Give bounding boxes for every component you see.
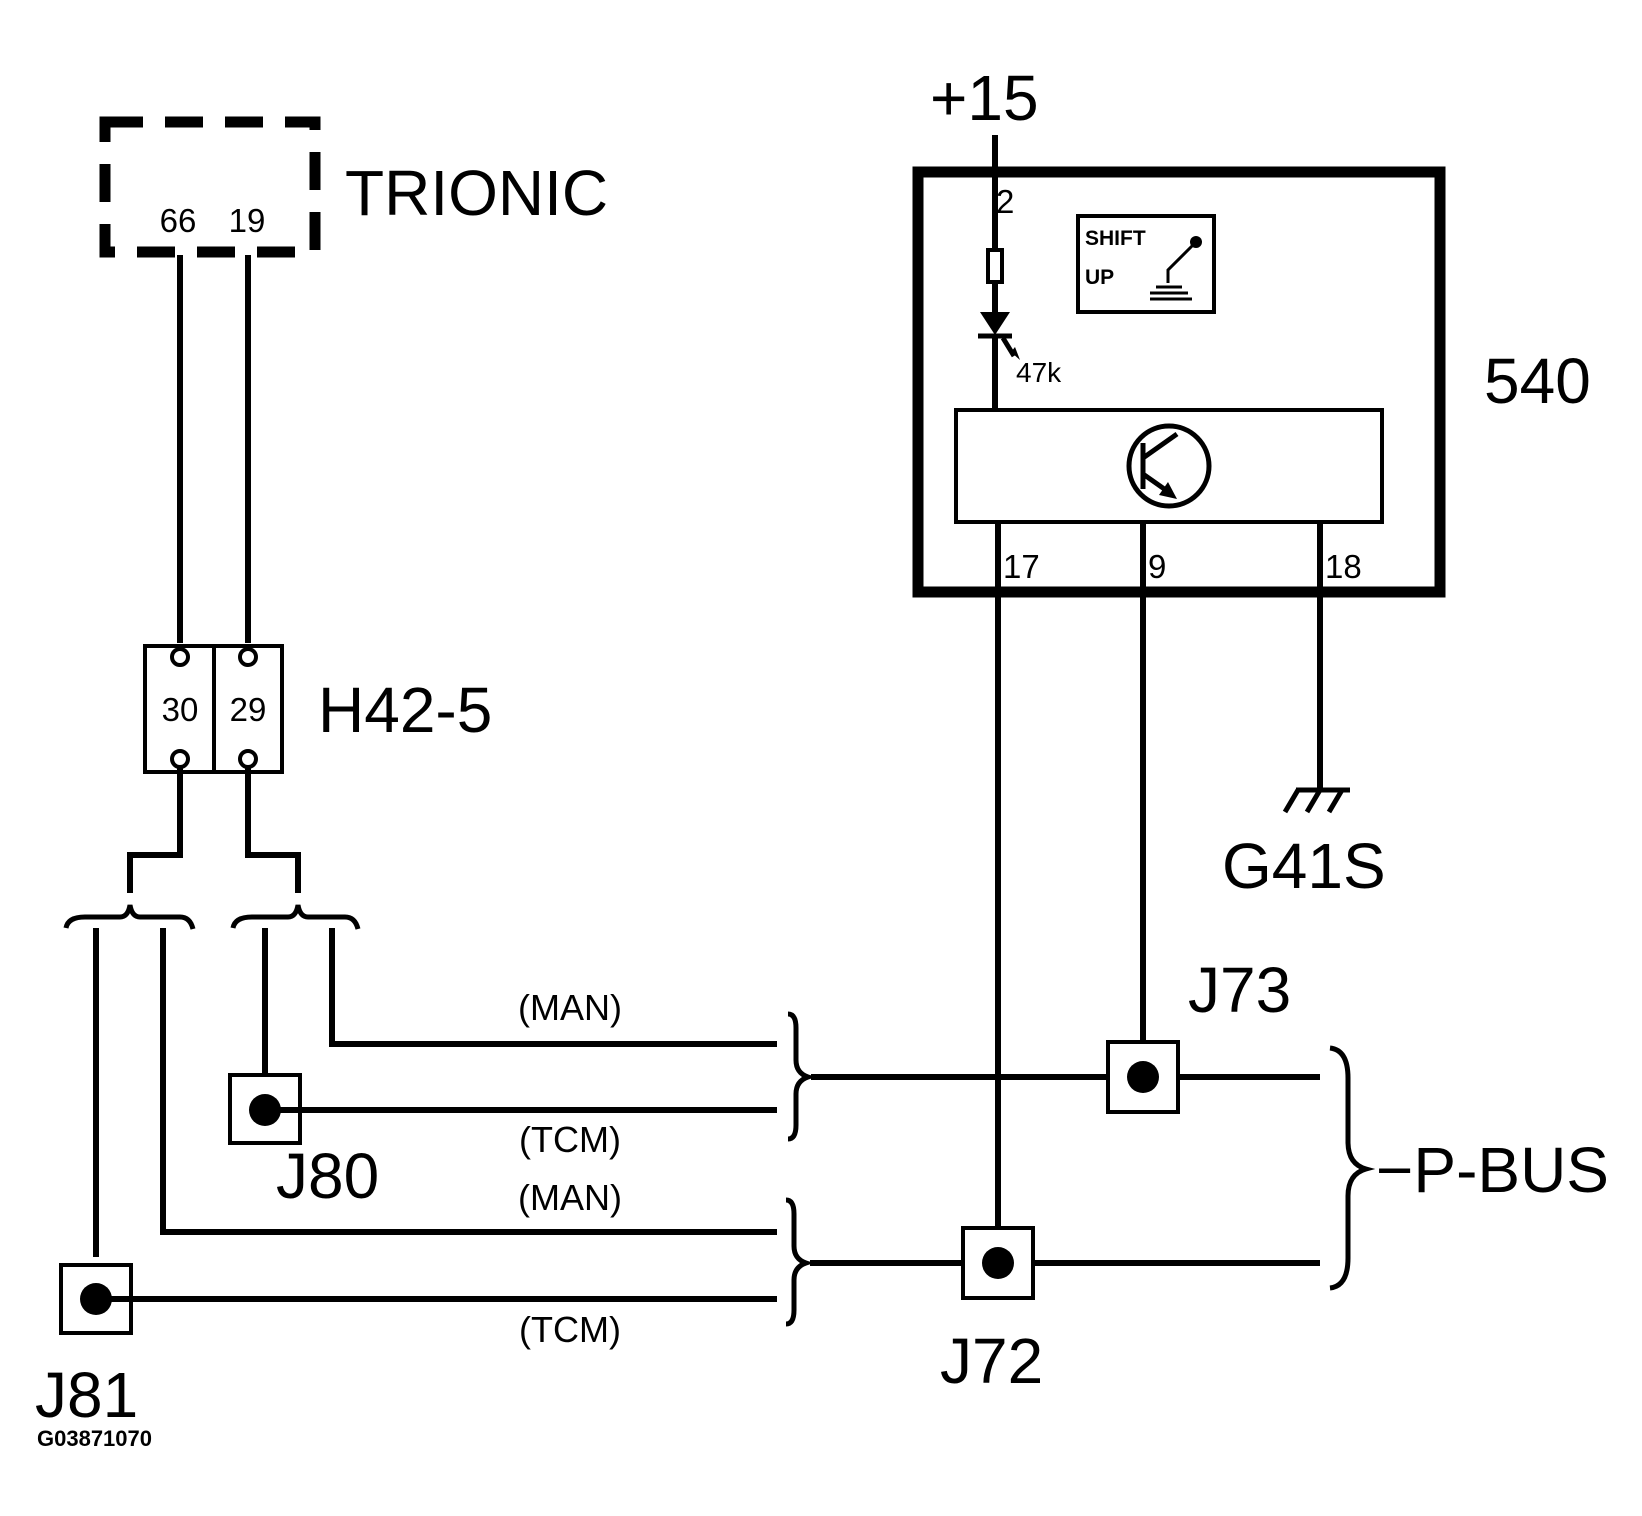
trionic-pin-19: 19	[229, 202, 266, 239]
pin-17-label: 17	[1003, 548, 1040, 585]
j81-label: J81	[35, 1359, 138, 1431]
resistor-label: 47k	[1016, 357, 1062, 388]
pin-18-label: 18	[1325, 548, 1362, 585]
j73-splice-dot	[1127, 1061, 1159, 1093]
terminal-30-bottom	[170, 749, 190, 769]
terminal-29-bottom	[238, 749, 258, 769]
trionic-label: TRIONIC	[345, 157, 608, 229]
j72-label: J72	[940, 1325, 1043, 1397]
connector-pin-30: 30	[162, 691, 199, 728]
ground-hatch	[1282, 788, 1345, 814]
resistor	[986, 248, 1004, 284]
supply-label: +15	[930, 62, 1039, 134]
transistor-collector	[1141, 431, 1179, 461]
shift-up-indicator: SHIFT UP	[1076, 214, 1216, 314]
ground-icon	[1282, 787, 1350, 814]
j80-label: J80	[276, 1140, 379, 1212]
shift-up-line1: SHIFT	[1085, 227, 1146, 250]
connector-h42-5: 30 29 H42-5	[143, 644, 492, 774]
led-icon	[978, 312, 1020, 360]
splice-brace-right	[230, 904, 361, 930]
bus-brace	[1329, 1045, 1376, 1291]
gear-lever-knob	[1190, 236, 1202, 248]
join-brace-upper	[787, 1011, 816, 1142]
transistor-icon	[1126, 423, 1212, 509]
terminal-29-top	[238, 647, 258, 667]
figure-code: G03871070	[37, 1426, 152, 1451]
pin-9-label: 9	[1148, 548, 1166, 585]
shift-up-line2: UP	[1085, 266, 1114, 289]
tcm-lower-label: (TCM)	[519, 1309, 621, 1350]
gear-lever-stick	[1166, 242, 1196, 283]
module-540-label: 540	[1484, 345, 1591, 417]
led-ray-head	[1011, 347, 1020, 360]
wire-29-down	[245, 767, 301, 893]
driver-stage	[954, 408, 1384, 524]
connector-j72: J72	[940, 1226, 1043, 1397]
tcm-upper-label: (TCM)	[519, 1119, 621, 1160]
splice-brace-left	[63, 904, 196, 930]
led-ray	[1000, 336, 1017, 358]
bus-label: −P-BUS	[1376, 1134, 1609, 1206]
pin-17-mask	[1001, 545, 1045, 585]
gear-lever-icon	[1150, 236, 1202, 301]
gear-lever-base	[1150, 285, 1192, 301]
transistor-arrow	[1159, 482, 1177, 499]
connector-j73: J73	[1106, 954, 1291, 1114]
connector-j81: J81	[35, 1263, 777, 1431]
wire-branch-man-upper	[329, 928, 777, 1047]
pin-18-mask	[1323, 545, 1367, 585]
trionic-pin-66: 66	[160, 202, 197, 239]
connector-j80: J80	[228, 1073, 777, 1212]
wire-splits	[63, 767, 361, 930]
module-540: +15 540 2 47k SHIFT UP	[912, 62, 1591, 1263]
man-lower-label: (MAN)	[518, 1177, 622, 1218]
connector-label: H42-5	[318, 674, 492, 746]
led-triangle	[980, 312, 1010, 335]
wire-branch-man-lower	[160, 928, 777, 1235]
j73-label: J73	[1188, 954, 1291, 1026]
pin-2-label: 2	[996, 183, 1014, 220]
trionic-outline	[99, 116, 321, 258]
ground-label: G41S	[1222, 830, 1386, 902]
module-540-outline	[912, 166, 1446, 598]
wire-30-down	[127, 767, 183, 893]
j72-splice-dot	[982, 1247, 1014, 1279]
connector-pin-29: 29	[230, 691, 267, 728]
join-brace-lower	[785, 1197, 814, 1327]
terminal-30-top	[170, 647, 190, 667]
transistor-circle	[1126, 423, 1212, 509]
ground-g41s: G41S	[1222, 787, 1386, 902]
shift-up-frame	[1076, 214, 1216, 314]
pin-9-mask	[1146, 545, 1174, 585]
man-upper-label: (MAN)	[518, 987, 622, 1028]
trionic-ecu: 66 19 TRIONIC	[99, 116, 608, 258]
